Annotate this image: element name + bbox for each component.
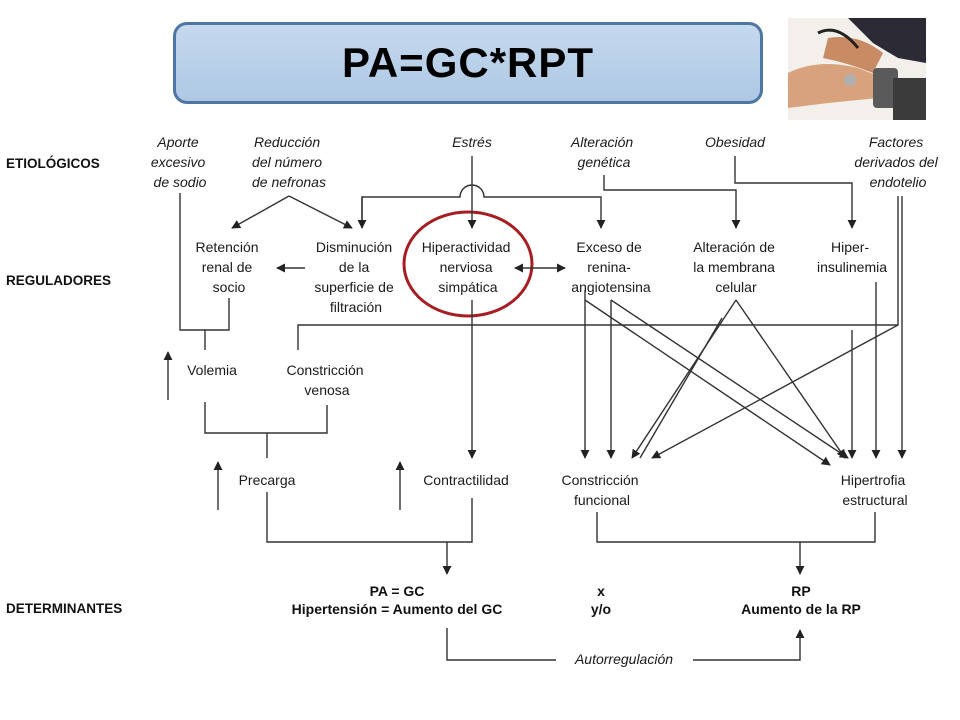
node-alteracion-membrana: Alteración de la membrana celular bbox=[693, 239, 779, 295]
arrow-estres-branches bbox=[361, 184, 606, 229]
node-hipertrofia-estructural: Hipertrofia estructural bbox=[841, 472, 909, 508]
det-rp: RP bbox=[791, 583, 810, 599]
line-factores-venosa bbox=[297, 196, 899, 350]
node-retencion-renal: Retención renal de socio bbox=[196, 239, 263, 295]
arrow-reduccion-retencion bbox=[231, 195, 290, 229]
node-obesidad: Obesidad bbox=[705, 134, 766, 150]
det-hipertension: Hipertensión = Aumento del GC bbox=[292, 601, 503, 617]
arrow-membrana-hipertrofia bbox=[735, 299, 846, 459]
det-yo: y/o bbox=[591, 601, 611, 617]
node-factores-endotelio: Factores derivados del endotelio bbox=[854, 134, 941, 190]
line-volemia-venosa bbox=[204, 402, 328, 434]
node-contractilidad: Contractilidad bbox=[423, 472, 509, 488]
node-constriccion-venosa: Constricción venosa bbox=[287, 362, 368, 398]
line-autorregulacion-left bbox=[446, 628, 556, 661]
node-hiperinsulinemia: Hiper- insulinemia bbox=[817, 239, 887, 275]
node-disminucion-superficie: Disminución de la superficie de filtraci… bbox=[314, 239, 397, 315]
blood-pressure-photo bbox=[788, 18, 926, 120]
arrow-autorregulacion-right bbox=[693, 629, 805, 661]
section-etiologicos: ETIOLÓGICOS bbox=[6, 156, 100, 171]
arrow-obesidad-hiperinsulinemia bbox=[734, 156, 857, 229]
page-title: PA=GC*RPT bbox=[341, 39, 595, 86]
line-membrana-extra bbox=[639, 317, 723, 459]
arrow-exceso-hipertrofia-b bbox=[584, 299, 831, 466]
node-precarga: Precarga bbox=[239, 472, 296, 488]
node-estres: Estrés bbox=[452, 134, 492, 150]
det-pa-gc: PA = GC bbox=[370, 583, 425, 599]
node-volemia: Volemia bbox=[187, 362, 237, 378]
arrow-factores-funcional bbox=[651, 324, 899, 459]
line-precarga-contractilidad bbox=[266, 492, 473, 543]
arrow-exceso-hipertrofia bbox=[610, 299, 849, 459]
node-alteracion-genetica: Alteración genética bbox=[570, 134, 637, 170]
arrow-reduccion-disminucion bbox=[288, 195, 353, 229]
section-determinantes: DETERMINANTES bbox=[6, 601, 122, 616]
det-autorregulacion: Autorregulación bbox=[574, 651, 673, 667]
arrow-membrana-funcional bbox=[631, 299, 737, 459]
node-constriccion-funcional: Constricción funcional bbox=[562, 472, 643, 508]
node-hiperactividad-simpatica: Hiperactividad nerviosa simpática bbox=[422, 239, 515, 295]
node-reduccion-nefronas: Reducción del número de nefronas bbox=[252, 134, 326, 190]
det-aumento-rp: Aumento de la RP bbox=[741, 601, 861, 617]
title-box: PA=GC*RPT bbox=[173, 22, 763, 104]
line-funcional-hipertrofia bbox=[596, 512, 876, 543]
section-reguladores: REGULADORES bbox=[6, 273, 111, 288]
arrow-genetica-membrana bbox=[603, 175, 741, 229]
node-exceso-renina: Exceso de renina- angiotensina bbox=[571, 239, 651, 295]
node-aporte-sodio: Aporte excesivo de sodio bbox=[151, 134, 209, 190]
det-x: x bbox=[597, 583, 605, 599]
